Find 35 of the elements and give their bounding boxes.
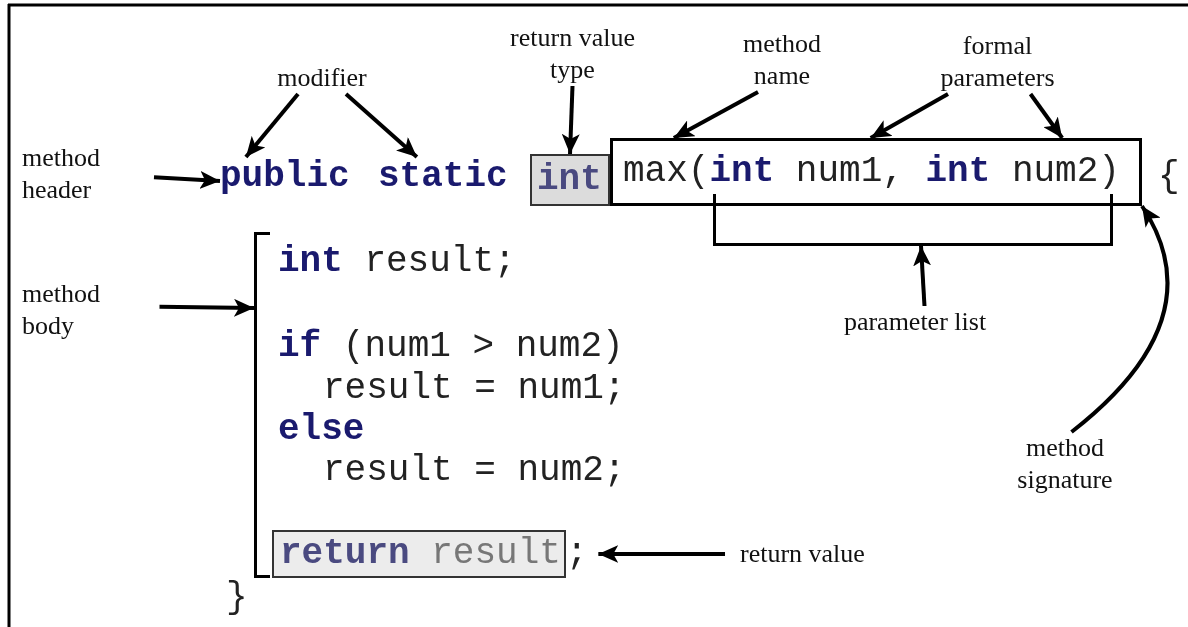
arrow [672,90,759,140]
bracket [713,194,1113,246]
annotation-label: return value type [495,22,650,86]
signature-box: max(int num1, int num2) [610,138,1142,206]
arrow [159,298,255,317]
arrow [913,245,932,307]
arrow [598,545,725,563]
arrow [561,85,580,155]
arrow [244,92,300,159]
annotation-label: method header [22,142,132,206]
code-keyword: static [378,157,508,197]
annotation-label: method signature [1000,432,1130,496]
arrow [1028,92,1064,140]
arrow [153,170,221,189]
annotation-label: return value [740,538,865,570]
code-line: ; [566,534,588,574]
code-keyword: public [220,157,350,197]
annotation-label: parameter list [820,306,1010,338]
annotation-label: method name [722,28,842,92]
annotation-label: formal parameters [915,30,1080,94]
return-type-box: int [530,154,610,206]
code-line: { [1158,157,1180,197]
code-line: if (num1 > num2) [278,327,624,367]
code-line: result = num1; [323,369,626,409]
arrow [1070,205,1170,434]
code-line: result = num2; [323,451,626,491]
code-line: } [226,578,248,618]
arrow [869,92,949,140]
code-line: else [278,410,365,450]
return-statement-box: return result [272,530,566,578]
bracket [254,232,270,578]
code-line: int result; [278,242,516,282]
arrow [344,92,419,159]
annotation-label: method body [22,278,132,342]
annotation-label: modifier [262,62,382,94]
